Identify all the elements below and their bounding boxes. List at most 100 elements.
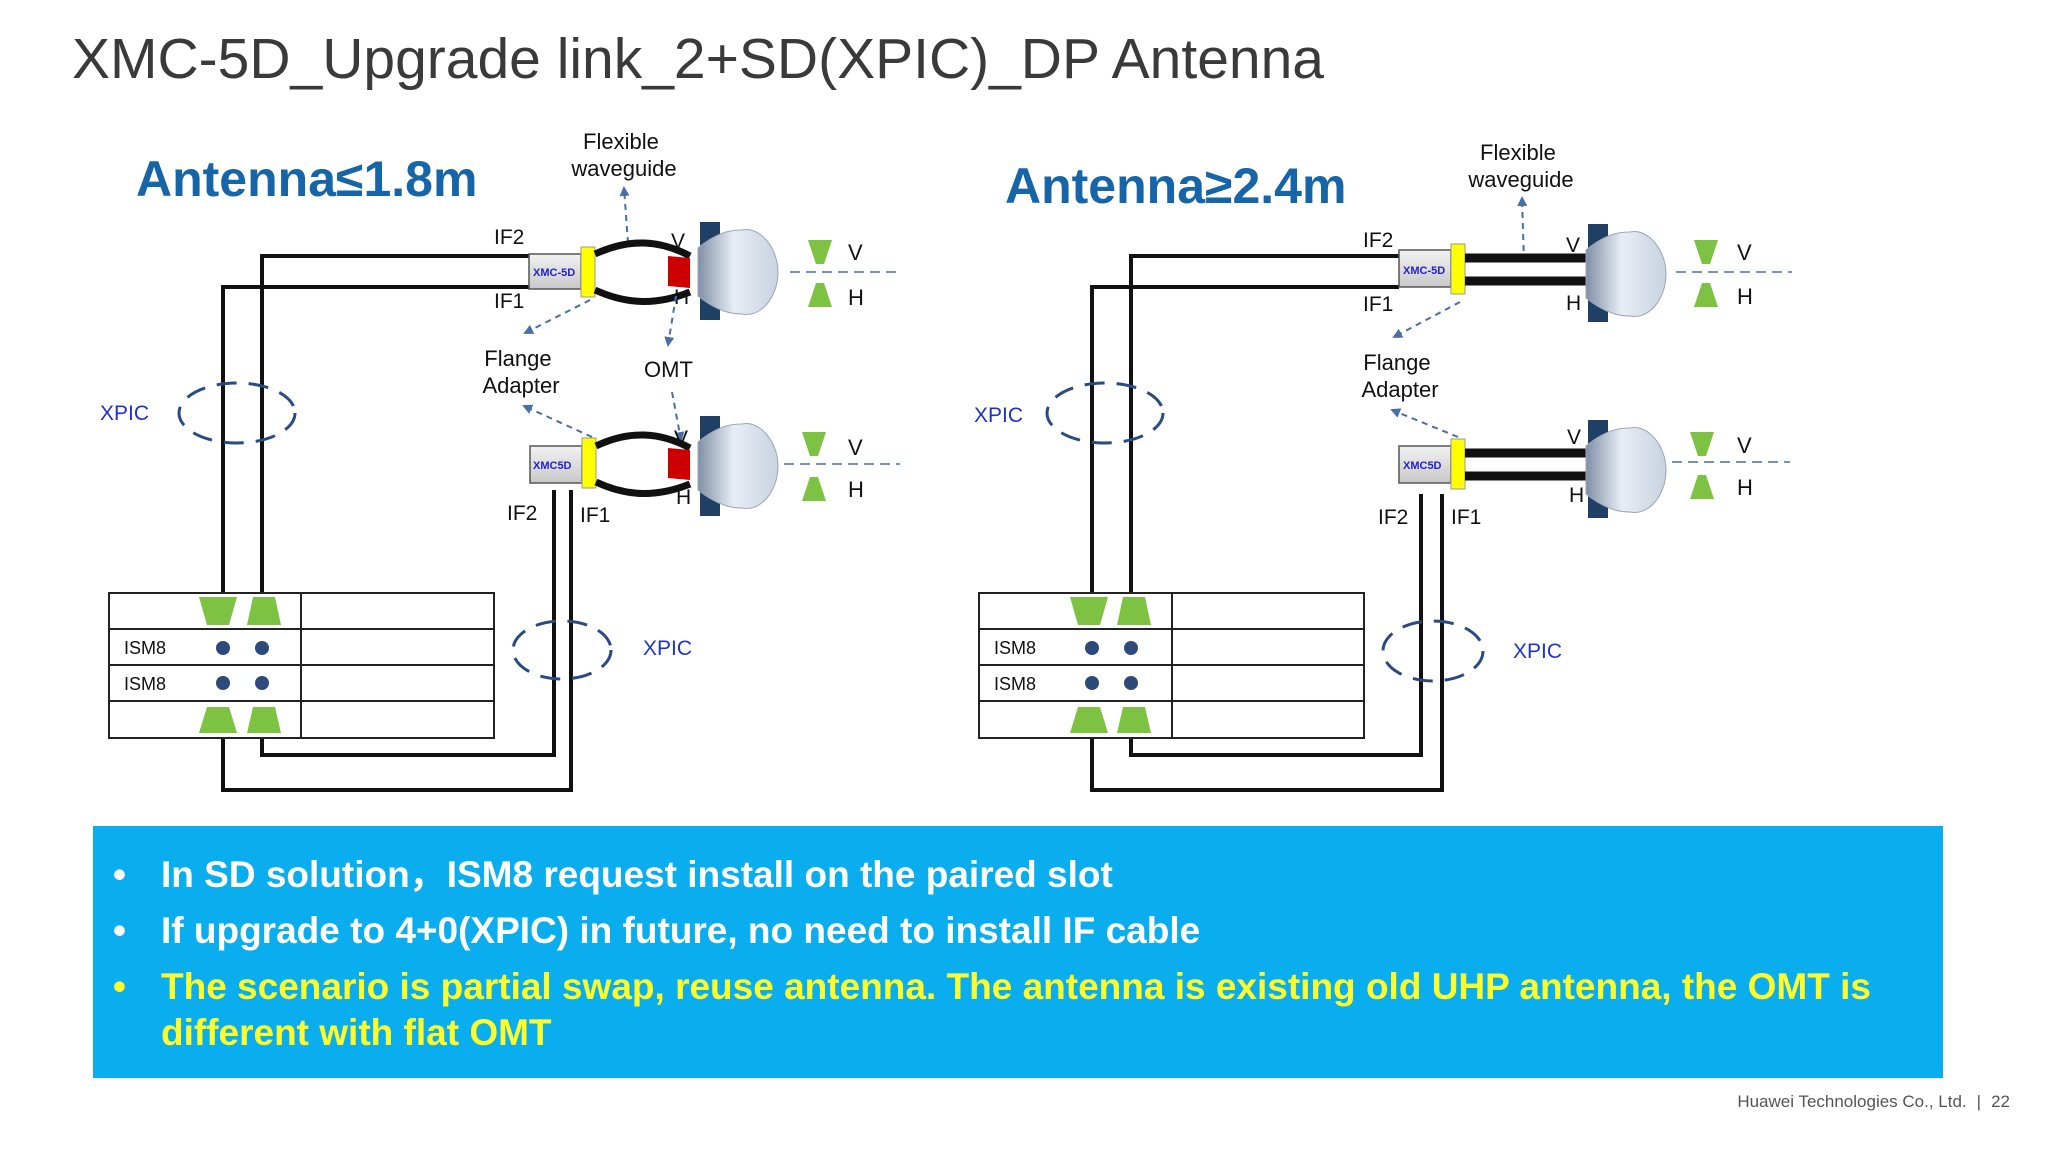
right-h-bottom-label: H [1569, 484, 1584, 507]
right-pol-h-top-label: H [1737, 284, 1753, 309]
left-pol-marker-top-v [808, 240, 832, 264]
left-flange-adapter-top [580, 246, 596, 298]
left-xpic-label-right: XPIC [643, 637, 692, 660]
left-flange-arrow-bottom [522, 404, 593, 438]
right-if2-bottom-label: IF2 [1378, 506, 1408, 529]
right-flange-adapter-label: Flange Adapter [1361, 350, 1438, 402]
left-waveguide-bottom-v [594, 431, 692, 452]
page-number: 22 [1991, 1092, 2010, 1111]
footer: Huawei Technologies Co., Ltd. | 22 [1737, 1092, 2010, 1112]
left-odu-top-label: XMC-5D [533, 267, 575, 279]
right-odu-top [1398, 249, 1452, 288]
right-if1-bottom-label: IF1 [1451, 506, 1481, 529]
right-h-top-label: H [1566, 292, 1581, 315]
left-if1-bottom-label: IF1 [580, 504, 610, 527]
right-xpic-label-right: XPIC [1513, 640, 1562, 663]
left-h-bottom-label: H [676, 486, 691, 509]
right-antenna-heading: Antenna≥2.4m [1005, 158, 1346, 214]
left-odu-bottom [529, 445, 583, 484]
left-port-row2-if2 [255, 676, 269, 690]
right-diagram: Antenna≥2.4m Flexible waveguide XMC-5D I… [974, 140, 1792, 792]
left-board-pol-marker-4 [247, 707, 281, 733]
right-board-pol-marker-2 [1117, 597, 1151, 625]
company-name: Huawei Technologies Co., Ltd. [1737, 1092, 1967, 1111]
right-xpic-label-left: XPIC [974, 404, 1023, 427]
right-pol-marker-top-h [1694, 283, 1718, 307]
notes-list: • In SD solution，ISM8 request install on … [93, 826, 1943, 1056]
right-flange-adapter-bottom [1450, 438, 1466, 490]
left-flange-adapter-label: Flange Adapter [482, 346, 559, 398]
left-flange-adapter-bottom [581, 437, 597, 489]
note-item-highlight: • The scenario is partial swap, reuse ant… [93, 964, 1903, 1056]
right-pol-v-top-label: V [1737, 240, 1752, 265]
right-board-table [978, 592, 1365, 739]
note-text: The scenario is partial swap, reuse ante… [161, 966, 1871, 1053]
left-if1-top-label: IF1 [494, 290, 524, 313]
bullet: • [113, 966, 126, 1007]
right-board-row1-label: ISM8 [994, 638, 1036, 658]
right-flexible-waveguide-arrow [1517, 196, 1528, 263]
bullet: • [113, 854, 126, 895]
right-pol-h-bottom-label: H [1737, 475, 1753, 500]
left-board-row2-label: ISM8 [124, 674, 166, 694]
right-port-row2-if1 [1085, 676, 1099, 690]
left-antenna-heading: Antenna≤1.8m [136, 151, 477, 207]
left-pol-h-bottom-label: H [848, 477, 864, 502]
right-antenna-bottom-dish [1585, 427, 1667, 513]
right-board-pol-marker-1 [1070, 597, 1108, 625]
right-port-row1-if1 [1085, 641, 1099, 655]
right-v-bottom-label: V [1567, 426, 1581, 449]
left-board-table [108, 592, 495, 739]
right-if1-top-label: IF1 [1363, 293, 1393, 316]
left-pol-h-top-label: H [848, 285, 864, 310]
right-port-row1-if2 [1124, 641, 1138, 655]
left-waveguide-top-h [593, 286, 692, 305]
left-pol-marker-bottom-v [802, 432, 826, 456]
left-omt-arrow-top [664, 295, 677, 347]
right-board-row2-label: ISM8 [994, 674, 1036, 694]
left-board-pol-marker-2 [247, 597, 281, 625]
left-h-top-label: H [674, 286, 689, 309]
left-xpic-ellipse-vertical [177, 381, 297, 445]
left-omt-arrow-bottom [671, 391, 685, 442]
left-waveguide-top-v [593, 239, 692, 260]
right-board-pol-marker-3 [1070, 707, 1108, 733]
left-flexible-waveguide-arrow [619, 186, 630, 244]
note-item: •If upgrade to 4+0(XPIC) in future, no n… [93, 908, 1903, 954]
left-v-bottom-label: V [674, 427, 688, 450]
left-flexible-waveguide-label: Flexible waveguide [570, 129, 676, 181]
left-if2-bottom-label: IF2 [507, 502, 537, 525]
right-board-pol-marker-4 [1117, 707, 1151, 733]
right-flange-adapter-top [1450, 243, 1466, 295]
left-board-row1-label: ISM8 [124, 638, 166, 658]
note-text: If upgrade to 4+0(XPIC) in future, no ne… [161, 910, 1201, 951]
left-board-pol-marker-3 [199, 707, 237, 733]
page-title: XMC-5D_Upgrade link_2+SD(XPIC)_DP Antenn… [72, 27, 1324, 91]
footer-separator: | [1976, 1092, 1982, 1111]
left-pol-v-bottom-label: V [848, 435, 863, 460]
right-flange-arrow-top [1392, 301, 1461, 338]
right-pol-marker-bottom-v [1690, 432, 1714, 456]
right-odu-top-label: XMC-5D [1403, 265, 1445, 277]
left-xpic-label-left: XPIC [100, 402, 149, 425]
note-text: In SD solution，ISM8 request install on t… [161, 854, 1113, 895]
right-xpic-ellipse-bottom [1381, 619, 1485, 683]
right-flange-arrow-bottom [1390, 408, 1459, 438]
left-pol-marker-top-h-shape [808, 283, 832, 307]
right-xpic-ellipse-vertical [1045, 381, 1165, 445]
left-pol-v-top-label: V [848, 240, 863, 265]
left-antenna-top-dish [697, 229, 779, 315]
left-port-row2-if1 [216, 676, 230, 690]
left-port-row1-if1 [216, 641, 230, 655]
notes-panel: • In SD solution，ISM8 request install on … [93, 826, 1943, 1078]
right-if-cables [1090, 254, 1444, 792]
left-omt-label: OMT [644, 357, 693, 382]
left-omt-bottom [668, 448, 690, 480]
left-odu-bottom-label: XMC5D [533, 460, 572, 472]
left-omt-top [668, 256, 690, 288]
left-diagram: Antenna≤1.8m Flexible waveguide XMC-5D I… [100, 129, 900, 792]
right-antenna-top-dish [1585, 231, 1667, 317]
right-pol-marker-top-v [1694, 240, 1718, 264]
left-port-row1-if2 [255, 641, 269, 655]
